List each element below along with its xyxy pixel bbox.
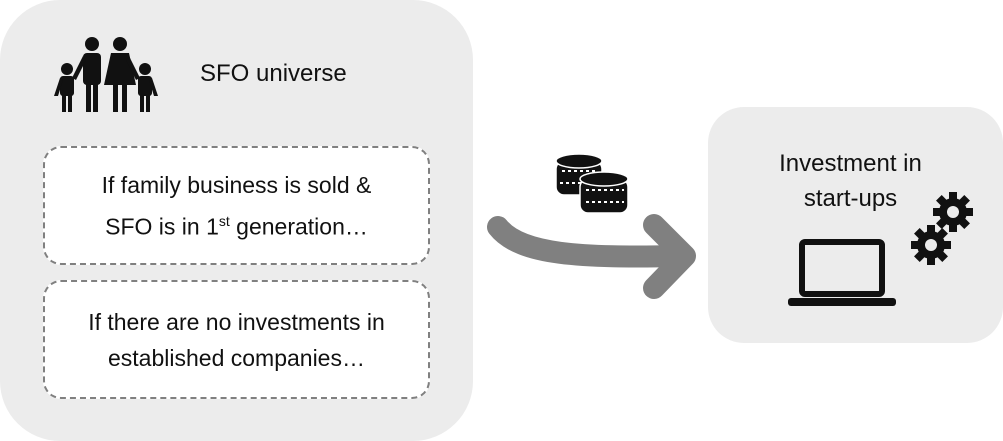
coins-icon <box>555 153 629 214</box>
condition-text: SFO is in 1 <box>105 213 219 240</box>
sfo-universe-title: SFO universe <box>200 60 347 87</box>
superscript: st <box>218 212 230 229</box>
condition-text: generation… <box>229 213 368 240</box>
laptop-icon <box>788 239 896 306</box>
gears-icon <box>911 192 973 265</box>
condition-box-sold-business: If family business is sold & SFO is in 1… <box>43 146 430 265</box>
condition-text: established companies… <box>108 344 365 371</box>
family-icon <box>54 37 158 112</box>
condition-box-no-investments: If there are no investments in establish… <box>43 280 430 399</box>
startup-investment-title: Investment in start-ups <box>708 146 993 216</box>
title-line: Investment in <box>779 150 922 177</box>
title-line: start-ups <box>803 185 898 212</box>
condition-text: If there are no investments in <box>88 308 385 335</box>
arrow-icon <box>487 214 696 299</box>
condition-text: SFO is in 1st generation… <box>102 203 372 245</box>
condition-text: If family business is sold & <box>101 171 372 198</box>
